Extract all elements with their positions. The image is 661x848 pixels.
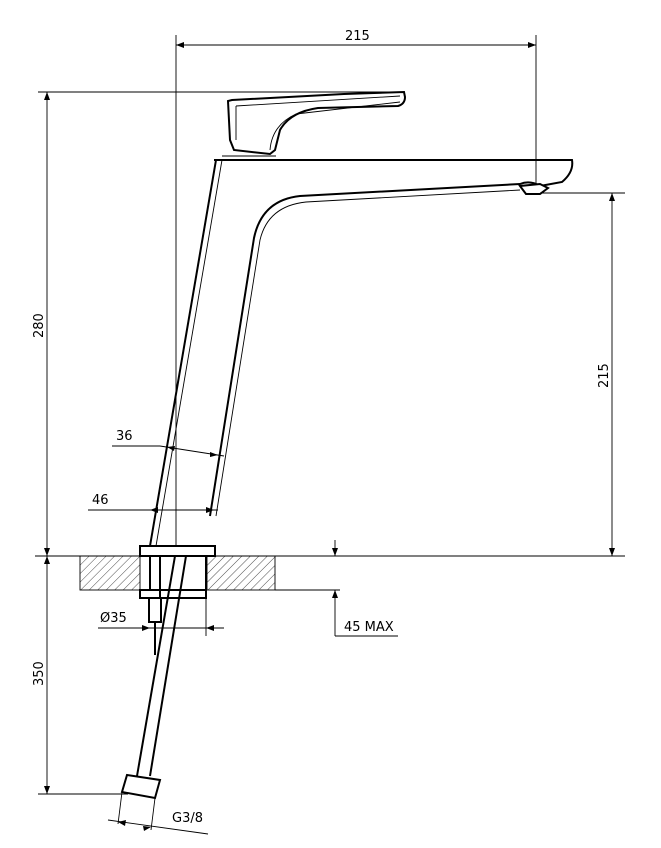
label-right-height: 215	[597, 363, 612, 388]
dimension-lines	[38, 35, 625, 835]
label-hole-diameter: Ø35	[100, 611, 127, 626]
label-left-height: 280	[32, 313, 47, 338]
label-base-width: 46	[92, 493, 109, 508]
label-thread: G3/8	[172, 811, 203, 826]
label-hose-length: 350	[32, 661, 47, 686]
label-body-width: 36	[116, 429, 133, 444]
faucet-body	[139, 155, 574, 557]
label-top-width: 215	[345, 29, 370, 44]
label-counter-thickness: 45 MAX	[344, 620, 394, 635]
mounting-assembly	[120, 555, 207, 800]
countertop-section	[35, 555, 625, 591]
lever-handle	[226, 90, 407, 156]
